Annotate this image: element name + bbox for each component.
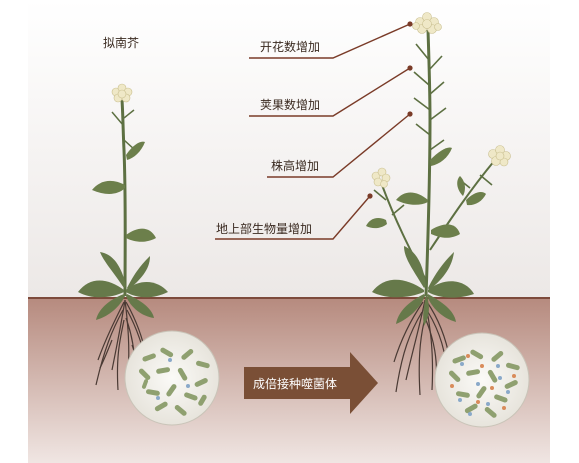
- left-microbe-circle: [124, 330, 220, 426]
- label-pod-count: 荚果数增加: [260, 97, 320, 112]
- bacteria-cluster: [138, 347, 210, 416]
- right-branch: [429, 159, 496, 251]
- arrow-label: 成倍接种噬菌体: [253, 376, 337, 391]
- plant-title: 拟南芥: [103, 35, 139, 50]
- label-flower-count: 开花数增加: [260, 39, 320, 54]
- label-plant-height: 株高增加: [271, 158, 319, 173]
- left-rosette: [78, 252, 168, 320]
- label-shoot-biomass: 地上部生物量增加: [216, 221, 312, 236]
- bacteria-cluster: [448, 349, 520, 418]
- right-flower-left: [371, 167, 391, 188]
- phage-markers: [458, 362, 510, 416]
- left-leaf: [126, 141, 145, 160]
- sky-background: [28, 0, 550, 298]
- leader-dot: [367, 193, 373, 199]
- left-flower-cluster: [111, 83, 133, 103]
- leader-dot: [407, 65, 413, 71]
- left-leaf: [126, 228, 156, 242]
- treatment-arrow: 成倍接种噬菌体: [244, 352, 378, 414]
- leader-line: [249, 23, 411, 59]
- annotation-labels: 开花数增加 荚果数增加 株高增加 地上部生物量增加: [215, 21, 413, 240]
- left-stem: [120, 99, 127, 297]
- left-leaf: [92, 180, 125, 194]
- right-rosette: [372, 246, 474, 326]
- leader-line: [249, 67, 411, 117]
- right-flower-right: [488, 145, 511, 167]
- leader-line: [267, 113, 411, 178]
- right-plant: [366, 12, 511, 396]
- right-flower-top: [412, 12, 442, 34]
- leader-dot: [407, 21, 413, 27]
- leader-line: [215, 195, 371, 240]
- phage-markers-orange: [450, 354, 516, 410]
- right-pods: [373, 43, 493, 216]
- left-plant: [78, 83, 168, 391]
- phage-markers: [156, 358, 190, 400]
- right-microbe-circle: [434, 332, 530, 428]
- leader-dot: [407, 111, 413, 117]
- right-stem: [424, 29, 432, 297]
